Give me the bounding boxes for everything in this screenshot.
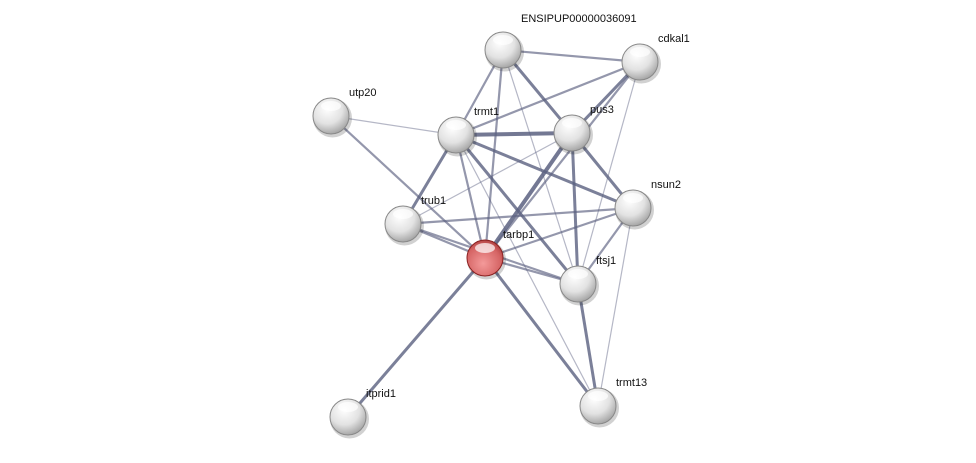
- node-trub1[interactable]: trub1: [384, 195, 446, 246]
- node-highlight: [493, 35, 513, 45]
- node-highlight: [475, 243, 495, 253]
- node-highlight: [321, 101, 341, 111]
- node-highlight: [588, 391, 608, 401]
- edge-pus3-trub1[interactable]: [402, 132, 573, 225]
- edge-utp20-trmt1[interactable]: [330, 115, 457, 136]
- node-highlight: [446, 120, 466, 130]
- node-label: pus3: [590, 104, 614, 116]
- node-label: tarbp1: [503, 229, 534, 241]
- edge-cdkal1-tarbp1[interactable]: [484, 61, 641, 259]
- edge-ENSIPUP00000036091-cdkal1[interactable]: [502, 48, 641, 64]
- node-label: ENSIPUP00000036091: [521, 13, 637, 25]
- node-label: cdkal1: [658, 33, 690, 45]
- node-tarbp1[interactable]: tarbp1: [466, 229, 534, 280]
- node-label: trmt1: [474, 106, 499, 118]
- node-highlight: [630, 47, 650, 57]
- edge-ENSIPUP00000036091-ftsj1[interactable]: [502, 49, 579, 285]
- node-utp20[interactable]: utp20: [312, 87, 377, 138]
- node-nsun2[interactable]: nsun2: [614, 179, 681, 230]
- node-cdkal1[interactable]: cdkal1: [621, 33, 690, 84]
- node-label: nsun2: [651, 179, 681, 191]
- edge-trmt1-pus3[interactable]: [455, 131, 573, 137]
- node-itprid1[interactable]: itprid1: [329, 388, 396, 439]
- edge-cdkal1-ftsj1[interactable]: [577, 61, 641, 285]
- node-highlight: [338, 402, 358, 412]
- edge-pus3-ftsj1[interactable]: [570, 132, 580, 285]
- node-trmt13[interactable]: trmt13: [579, 377, 647, 428]
- node-label: ftsj1: [596, 255, 616, 267]
- node-ENSIPUP00000036091[interactable]: ENSIPUP00000036091: [484, 13, 637, 72]
- edge-tarbp1-trmt13[interactable]: [483, 257, 600, 407]
- node-label: utp20: [349, 87, 377, 99]
- edge-pus3-tarbp1[interactable]: [483, 131, 574, 260]
- node-highlight: [393, 209, 413, 219]
- edge-trmt1-tarbp1[interactable]: [454, 134, 487, 259]
- node-label: trmt13: [616, 377, 647, 389]
- edge-utp20-tarbp1[interactable]: [330, 115, 486, 259]
- edge-tarbp1-itprid1[interactable]: [346, 257, 487, 418]
- node-ftsj1[interactable]: ftsj1: [559, 255, 616, 306]
- node-highlight: [568, 269, 588, 279]
- edge-nsun2-trmt13[interactable]: [597, 207, 634, 407]
- edge-nsun2-trub1[interactable]: [402, 206, 634, 226]
- edge-cdkal1-trmt1[interactable]: [455, 60, 641, 137]
- node-label: trub1: [421, 195, 446, 207]
- edge-ENSIPUP00000036091-tarbp1[interactable]: [483, 49, 505, 259]
- node-label: itprid1: [366, 388, 396, 400]
- node-highlight: [562, 118, 582, 128]
- node-trmt1[interactable]: trmt1: [437, 106, 499, 157]
- edge-ftsj1-trmt13[interactable]: [576, 283, 600, 407]
- node-highlight: [623, 193, 643, 203]
- node-pus3[interactable]: pus3: [553, 104, 614, 155]
- edge-nsun2-tarbp1[interactable]: [484, 206, 634, 260]
